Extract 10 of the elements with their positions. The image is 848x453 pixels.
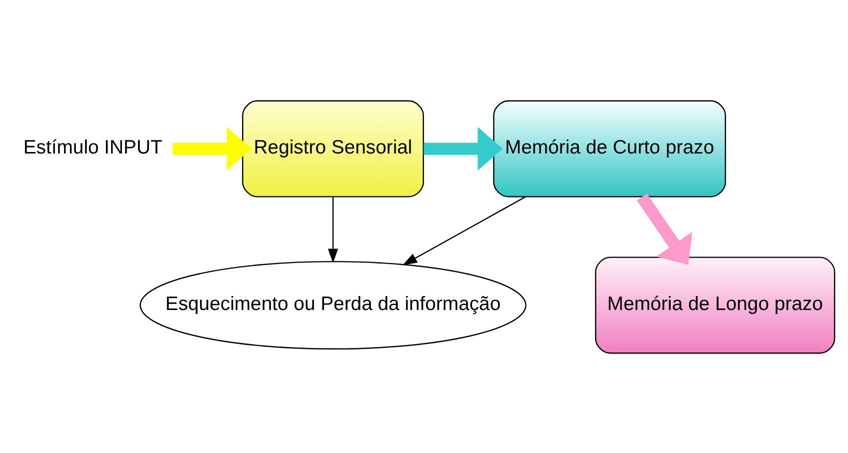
arrow [328,196,338,263]
arrow [172,126,252,170]
node-text: Estímulo INPUT [23,136,162,158]
node-box: Registro Sensorial [242,100,424,197]
node-box: Memória de Curto prazo [493,100,726,197]
node-box: Memória de Longo prazo [595,256,836,354]
arrow [424,126,503,170]
arrow [402,196,526,265]
node-ellipse: Esquecimento ou Perda da informação [140,260,526,350]
arrow [636,193,692,264]
